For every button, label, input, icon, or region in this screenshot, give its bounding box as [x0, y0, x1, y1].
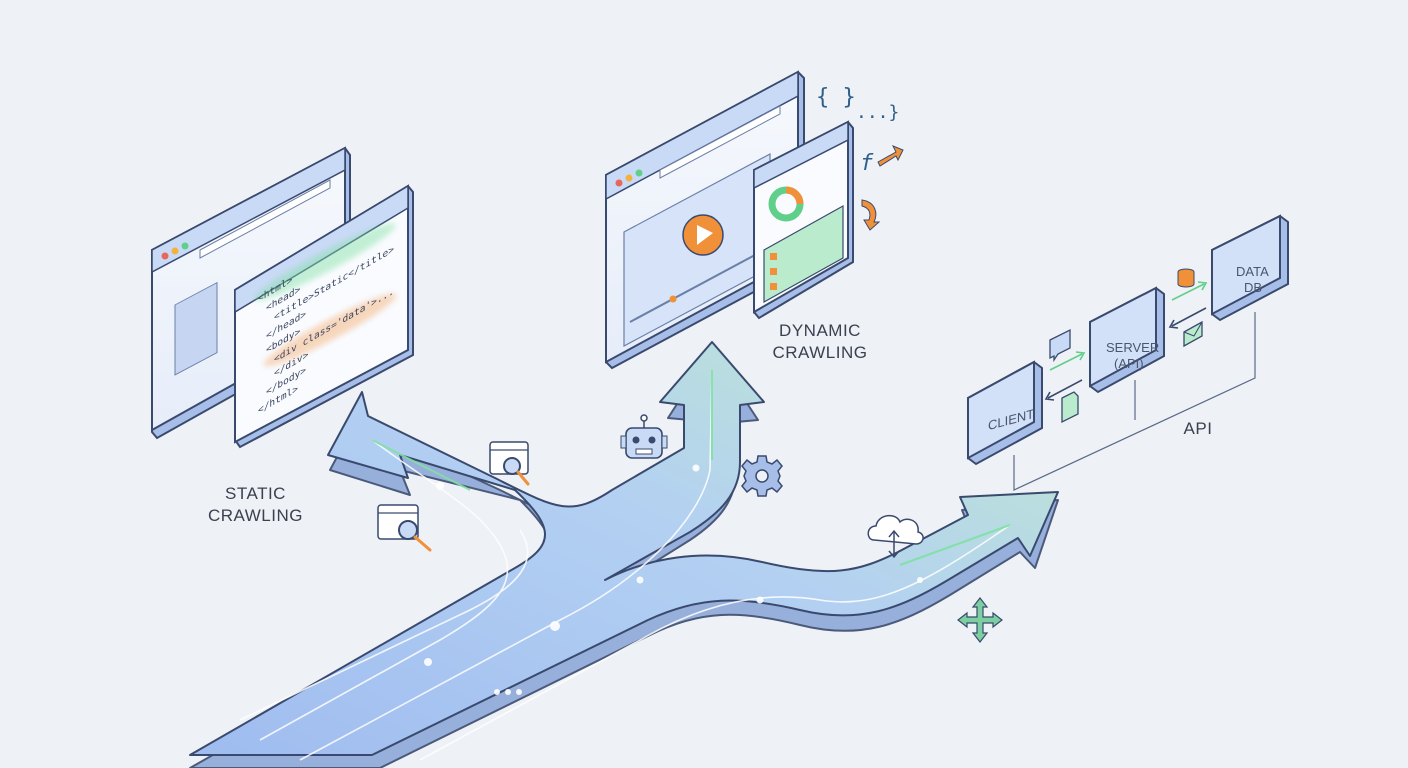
db-to-server-arrow	[1171, 307, 1207, 327]
server-label-line-2: (API)	[1114, 356, 1144, 371]
braces-icon: { }	[816, 85, 856, 110]
ellipsis-brace-icon: ...}	[856, 102, 899, 123]
crawl-pathway	[189, 341, 1059, 768]
static-label-line-1: STATIC	[225, 484, 286, 503]
api-label-text: API	[1183, 419, 1213, 438]
dynamic-dashboard-window	[753, 120, 854, 320]
envelope-icon	[1183, 320, 1203, 348]
curved-arrow-icon	[861, 199, 881, 231]
database-icon	[1177, 268, 1195, 288]
client-to-server-arrow	[1049, 353, 1083, 371]
chat-icon	[1049, 328, 1071, 363]
database-node: DATA DB	[1211, 214, 1289, 322]
dynamic-crawling-label: DYNAMIC CRAWLING	[750, 320, 890, 364]
dynamic-label-line-1: DYNAMIC	[779, 321, 861, 340]
robot-icon	[620, 414, 668, 459]
static-label-line-2: CRAWLING	[208, 506, 303, 525]
api-illustration: CLIENT SERVER (API) DATA DB	[967, 214, 1289, 491]
db-label-line-2: DB	[1244, 280, 1262, 295]
server-to-db-arrow	[1171, 283, 1205, 301]
api-label: API	[1168, 418, 1228, 440]
gear-icon	[741, 455, 783, 497]
cloud-sync-icon	[867, 514, 924, 559]
orange-arrow-icon	[877, 145, 904, 167]
server-to-client-arrow	[1047, 379, 1083, 399]
move-arrows-icon	[957, 597, 1003, 643]
function-icon: f	[860, 151, 874, 176]
search-window-icon	[489, 441, 530, 486]
document-icon	[1061, 391, 1079, 424]
code-symbols: { } ...} f	[816, 85, 899, 176]
static-crawling-illustration: <html> <head> <title>Static</title> </he…	[151, 146, 414, 449]
static-crawling-label: STATIC CRAWLING	[188, 483, 323, 527]
db-label-line-1: DATA	[1236, 264, 1269, 279]
server-node: SERVER (API)	[1089, 286, 1165, 394]
client-node: CLIENT	[967, 360, 1043, 466]
dynamic-crawling-illustration: { } ...} f	[605, 70, 904, 370]
server-label-line-1: SERVER	[1106, 340, 1159, 355]
static-code-window: <html> <head> <title>Static</title> </he…	[234, 184, 414, 449]
dynamic-label-line-2: CRAWLING	[772, 343, 868, 362]
search-window-icon-2	[377, 504, 432, 552]
